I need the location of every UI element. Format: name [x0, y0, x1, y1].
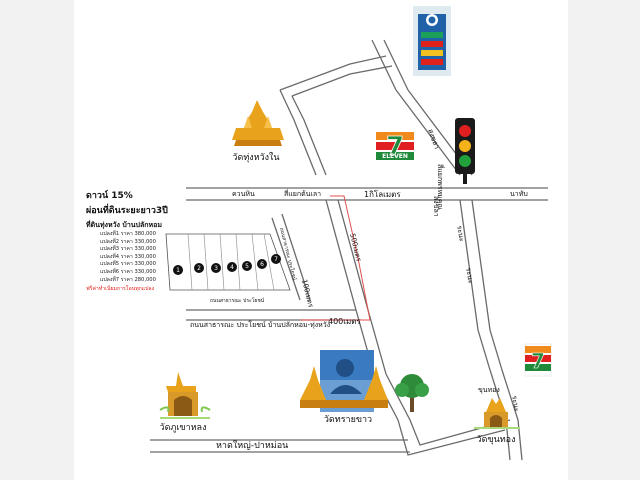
temple-label: วัดขุนทอง	[477, 435, 516, 445]
road-center-north-a	[291, 95, 327, 176]
road-label: หาดใหญ่-ปาหม่อน	[216, 440, 288, 451]
down-payment-text: ดาวน์ 15%	[86, 191, 133, 201]
road-label: ระนะ	[455, 225, 466, 242]
road-link-a	[325, 199, 375, 375]
temple-icon	[300, 350, 388, 412]
road-bottom-right-b	[501, 369, 523, 461]
promo-text: ฟรีค่าทำเนียมการโอนทุกแปลง	[86, 286, 155, 293]
temple-icon	[159, 372, 211, 419]
road-label: ถนนสาธารณะ ประโยชน์ บ้านปลักหอม-ทุ่งหวัง	[190, 320, 330, 329]
road-north-b	[383, 39, 409, 91]
temple-label: วัดทุ่งหวังใน	[232, 152, 279, 163]
plot-number: 6	[260, 261, 264, 268]
plot-price: แปลงที่2 ราคา 330,000	[100, 238, 156, 245]
plot-marker-3	[211, 263, 221, 273]
road-label: สี่แยกต้นเลา	[284, 189, 321, 198]
temple-icon	[232, 100, 284, 146]
distance-label: 400เมตร	[328, 317, 361, 326]
plot-price: แปลงที่4 ราคา 330,000	[100, 253, 156, 260]
road-label: สงขลา	[432, 196, 440, 217]
plot-price: แปลงที่6 ราคา 330,000	[100, 268, 156, 275]
plot-marker-4	[227, 262, 237, 272]
road-label: ควนหิน	[232, 190, 255, 198]
road-bottom-curve-a	[385, 373, 511, 446]
plot-price: แปลงที่7 ราคา 280,000	[100, 276, 156, 283]
plot-number: 7	[274, 256, 278, 263]
road-south-a	[459, 199, 491, 371]
road-label: ระนะ	[464, 267, 475, 284]
distance-label: 100เมตร	[300, 279, 315, 309]
plot-marker-5	[242, 261, 252, 271]
plot-marker-7	[271, 254, 281, 264]
road-south-b	[471, 199, 503, 371]
distance-label: 1กิโลเมตร	[364, 189, 401, 199]
plot-markers: 1 2 3 4 5 6 7	[173, 254, 281, 275]
location-text: ที่ดินทุ่งหวัง บ้านปลักหอม	[86, 221, 162, 229]
temple-icon	[474, 398, 520, 429]
store-brand: ELEVEN	[382, 153, 408, 160]
road-side-b	[281, 213, 311, 301]
road-label: ขุนทอง	[478, 386, 500, 394]
plot-number: 2	[197, 265, 201, 272]
seven-eleven-icon: 7 ELEVEN	[376, 130, 414, 164]
road-label: สี่แยกพรหมคุณ	[436, 164, 445, 210]
svg-text:7: 7	[386, 132, 404, 162]
temple-label: วัดภูเขาหลง	[160, 423, 207, 433]
road-label: นาทับ	[510, 190, 528, 198]
installment-text: ผ่อนที่ดินระยะยาว3ปี	[86, 206, 168, 216]
road-label: ระนะ	[510, 395, 521, 412]
plot-number: 4	[230, 264, 234, 271]
plot-price: แปลงที่3 ราคา 330,000	[100, 246, 156, 253]
plot-number: 5	[245, 263, 249, 270]
road-north-a	[371, 39, 397, 91]
route-line	[300, 195, 371, 321]
road-side-a	[271, 217, 301, 301]
tree-icon	[395, 374, 429, 412]
plot-marker-1	[173, 265, 183, 275]
seven-eleven-icon: 7	[524, 343, 552, 377]
gas-station-icon	[413, 6, 451, 76]
road-top-left-diagonal-b	[291, 65, 393, 97]
plot-number: 3	[214, 265, 218, 272]
road-center-north-b	[279, 89, 317, 176]
road-link-b	[337, 199, 387, 375]
plot-price: แปลงที่1 ราคา 380,000	[100, 231, 156, 237]
plot-price: แปลงที่5 ราคา 330,000	[100, 261, 156, 268]
traffic-light-icon	[455, 118, 475, 184]
temple-label: วัดทรายขาว	[324, 415, 372, 425]
road-label: ถนนสาธารณะ ประโยชน์	[210, 297, 265, 304]
sale-info-box: ดาวน์ 15% ผ่อนที่ดินระยะยาว3ปี ที่ดินทุ่…	[86, 188, 186, 293]
svg-text:7: 7	[531, 349, 545, 373]
plot-marker-2	[194, 263, 204, 273]
road-main-a	[395, 89, 461, 176]
land-plot-block	[165, 233, 291, 291]
road-top-left-diagonal-a	[279, 55, 387, 91]
plot-marker-6	[257, 259, 267, 269]
plot-number: 1	[176, 267, 180, 274]
distance-label: 500เมตร	[348, 233, 363, 263]
